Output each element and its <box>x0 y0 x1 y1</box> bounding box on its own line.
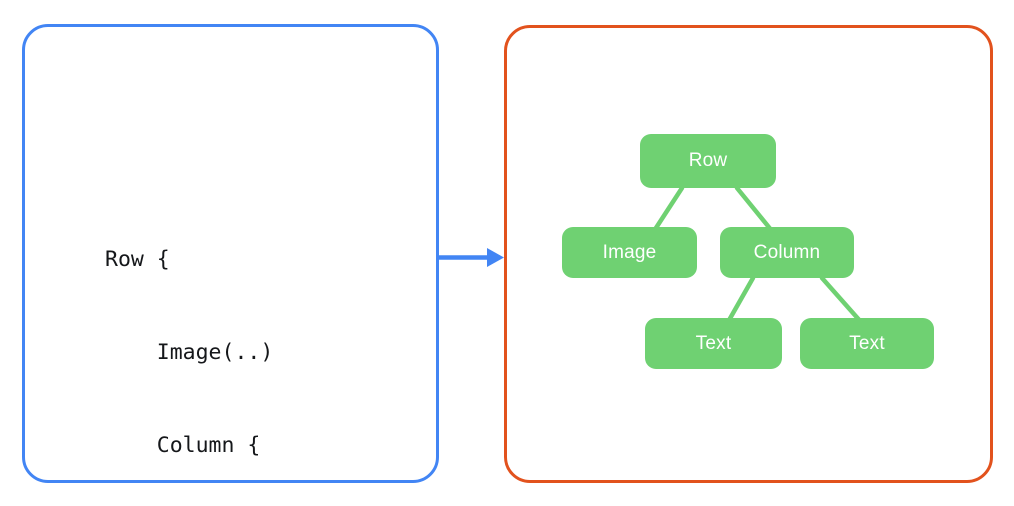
code-panel: Row { Image(..) Column { Text(..) Text(.… <box>22 24 439 483</box>
flow-arrow-icon <box>437 248 504 267</box>
edge-column-text-1 <box>725 275 756 325</box>
edge-row-column <box>734 185 775 234</box>
tree-node-label: Column <box>753 241 821 263</box>
tree-node-row[interactable]: Row <box>640 134 776 188</box>
tree-node-text-1[interactable]: Text <box>645 318 782 369</box>
element-tree: Row Image Column Text Text <box>504 25 993 483</box>
tree-node-label: Text <box>849 332 885 354</box>
edge-column-text-2 <box>819 275 864 325</box>
code-line: Column { <box>105 433 261 458</box>
tree-node-image[interactable]: Image <box>562 227 697 278</box>
tree-node-column[interactable]: Column <box>720 227 854 278</box>
tree-node-label: Text <box>695 332 732 354</box>
tree-node-label: Image <box>602 241 657 263</box>
code-line: Row { <box>105 247 170 272</box>
tree-node-label: Row <box>688 150 728 171</box>
code-snippet: Row { Image(..) Column { Text(..) Text(.… <box>105 182 312 506</box>
code-line: Image(..) <box>105 340 274 365</box>
tree-node-text-2[interactable]: Text <box>800 318 934 369</box>
edge-row-image <box>651 185 685 234</box>
tree-edges <box>651 185 864 325</box>
